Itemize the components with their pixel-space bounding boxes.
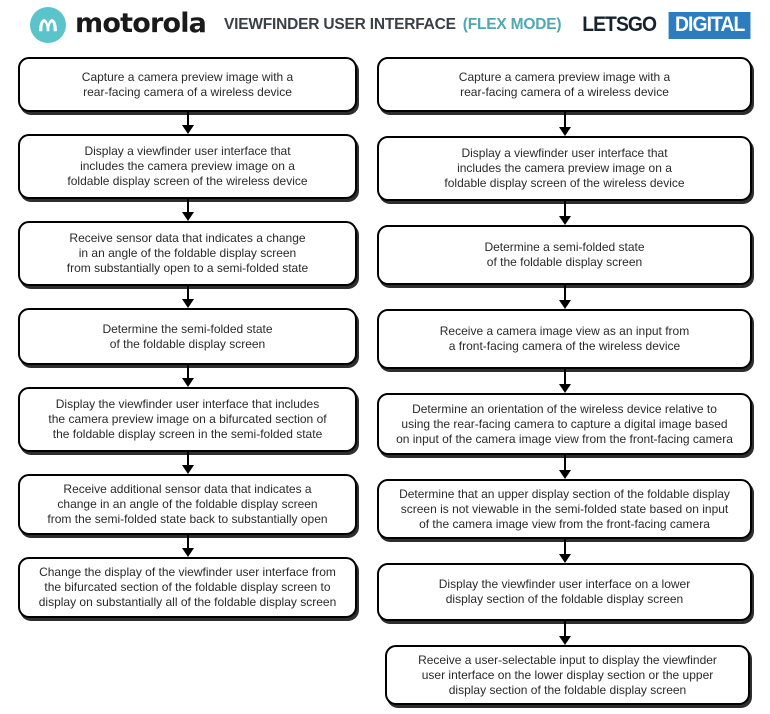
title-main: VIEWFINDER USER INTERFACE xyxy=(223,16,456,33)
page-title: VIEWFINDER USER INTERFACE (FLEX MODE) xyxy=(223,16,562,34)
flow-step-text: Display the viewfinder user interface on… xyxy=(438,577,691,606)
down-arrow-icon xyxy=(377,285,752,309)
arrow-head xyxy=(181,125,194,134)
motorola-batwing-icon xyxy=(30,7,66,43)
arrow-line xyxy=(186,365,189,379)
arrow-head xyxy=(181,299,194,308)
arrow-line xyxy=(563,369,566,385)
arrow-line xyxy=(186,199,189,213)
flow-step: Display the viewfinder user interface on… xyxy=(377,563,752,621)
flow-step-text: Determine the semi-folded state of the f… xyxy=(102,321,273,351)
down-arrow-icon xyxy=(18,286,357,308)
arrow-head xyxy=(181,465,194,474)
flow-step: Change the display of the viewfinder use… xyxy=(18,557,357,618)
flowchart-right-column: Capture a camera preview image with a re… xyxy=(377,57,752,705)
flow-step: Determine the semi-folded state of the f… xyxy=(18,308,357,365)
down-arrow-icon xyxy=(18,535,357,557)
down-arrow-icon xyxy=(18,452,357,474)
motorola-logo: motorola xyxy=(30,7,207,43)
flow-step: Receive a camera image view as an input … xyxy=(377,309,752,369)
flow-step: Determine that an upper display section … xyxy=(377,479,752,539)
down-arrow-icon xyxy=(377,201,752,225)
flowchart: Capture a camera preview image with a re… xyxy=(0,50,770,714)
flow-step-text: Display a viewfinder user interface that… xyxy=(444,146,685,190)
flow-step-text: Determine that an upper display section … xyxy=(399,486,730,531)
arrow-line xyxy=(186,535,189,549)
page-header: motorola VIEWFINDER USER INTERFACE (FLEX… xyxy=(0,0,770,50)
arrow-head xyxy=(558,554,571,563)
flow-step: Determine an orientation of the wireless… xyxy=(377,393,752,455)
arrow-head xyxy=(558,636,571,645)
flow-step-text: Capture a camera preview image with a re… xyxy=(81,69,294,99)
letsgo-text: LETSGO xyxy=(582,13,657,36)
flow-step: Receive sensor data that indicates a cha… xyxy=(18,221,357,286)
down-arrow-icon xyxy=(377,621,752,645)
down-arrow-icon xyxy=(377,369,752,393)
flow-step-text: Determine an orientation of the wireless… xyxy=(396,401,733,446)
arrow-line xyxy=(186,112,189,126)
arrow-head xyxy=(558,384,571,393)
down-arrow-icon xyxy=(18,365,357,387)
flow-step-text: Receive a user-selectable input to displ… xyxy=(418,652,717,697)
flow-step: Receive a user-selectable input to displ… xyxy=(385,645,750,705)
arrow-head xyxy=(558,300,571,309)
arrow-head xyxy=(181,212,194,221)
arrow-line xyxy=(186,452,189,466)
flow-step: Display a viewfinder user interface that… xyxy=(377,136,752,201)
arrow-line xyxy=(563,201,566,217)
flow-step: Determine a semi-folded state of the fol… xyxy=(377,225,752,285)
flow-step-text: Display the viewfinder user interface th… xyxy=(48,397,327,441)
flow-step: Capture a camera preview image with a re… xyxy=(377,57,752,112)
arrow-line xyxy=(563,112,566,128)
arrow-line xyxy=(563,539,566,555)
flow-step-text: Receive sensor data that indicates a cha… xyxy=(66,231,309,275)
arrow-head xyxy=(558,470,571,479)
arrow-head xyxy=(558,127,571,136)
arrow-head xyxy=(181,378,194,387)
arrow-line xyxy=(563,621,566,637)
flow-step: Capture a camera preview image with a re… xyxy=(18,57,357,112)
arrow-line xyxy=(563,285,566,301)
arrow-line xyxy=(563,455,566,471)
letsgodigital-logo: LETSGO DIGITAL xyxy=(579,11,754,39)
arrow-head xyxy=(181,548,194,557)
flow-step-text: Display a viewfinder user interface that… xyxy=(67,144,308,188)
motorola-wordmark: motorola xyxy=(75,8,207,39)
flow-step-text: Change the display of the viewfinder use… xyxy=(38,565,337,609)
arrow-line xyxy=(186,286,189,300)
flow-step-text: Determine a semi-folded state of the fol… xyxy=(484,240,645,269)
down-arrow-icon xyxy=(377,539,752,563)
flowchart-left-column: Capture a camera preview image with a re… xyxy=(18,57,357,618)
down-arrow-icon xyxy=(377,112,752,136)
title-flex-mode: (FLEX MODE) xyxy=(462,16,562,33)
arrow-head xyxy=(558,216,571,225)
digital-badge: DIGITAL xyxy=(668,11,751,39)
down-arrow-icon xyxy=(377,455,752,479)
flow-step-text: Receive a camera image view as an input … xyxy=(439,324,690,353)
down-arrow-icon xyxy=(18,199,357,221)
flow-step-text: Capture a camera preview image with a re… xyxy=(458,69,671,99)
flow-step: Receive additional sensor data that indi… xyxy=(18,474,357,535)
flow-step-text: Receive additional sensor data that indi… xyxy=(47,482,328,526)
down-arrow-icon xyxy=(18,112,357,134)
flow-step: Display the viewfinder user interface th… xyxy=(18,387,357,452)
flow-step: Display a viewfinder user interface that… xyxy=(18,134,357,199)
